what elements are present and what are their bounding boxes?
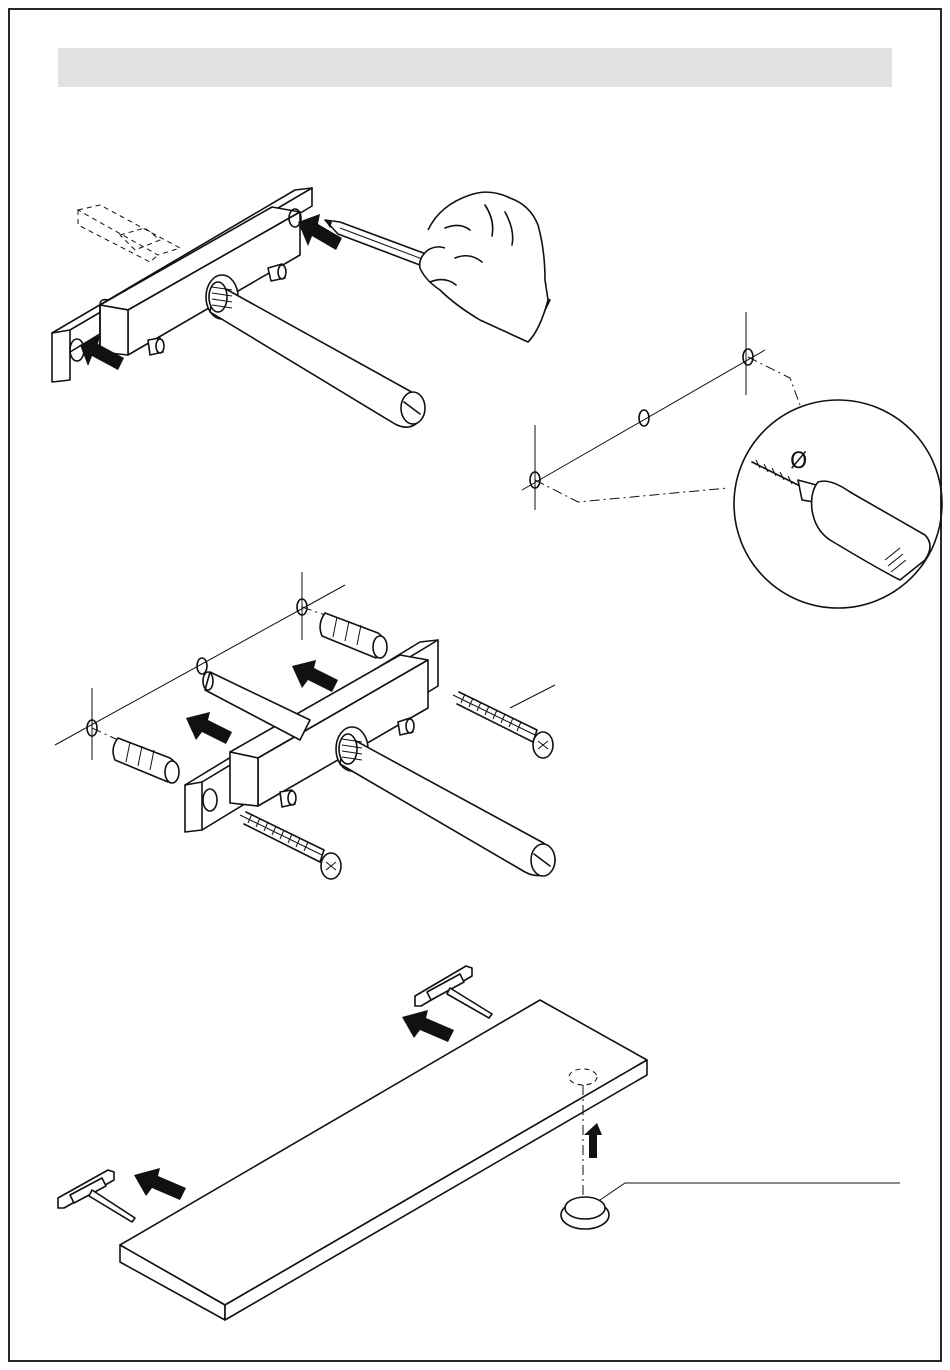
step-drill: Ø — [522, 312, 942, 608]
step-mark-bracket — [52, 188, 550, 427]
step-fix — [55, 572, 555, 879]
shelf-board — [120, 1000, 647, 1320]
drill-icon — [752, 460, 930, 580]
hand-pencil-icon — [325, 192, 550, 342]
diameter-symbol: Ø — [790, 449, 807, 474]
support-rod — [206, 275, 425, 427]
step-mount-shelf — [58, 966, 900, 1320]
foot-pad-icon — [561, 1197, 609, 1229]
support-rod — [336, 727, 555, 876]
bracket-ghost-outline — [78, 205, 180, 262]
